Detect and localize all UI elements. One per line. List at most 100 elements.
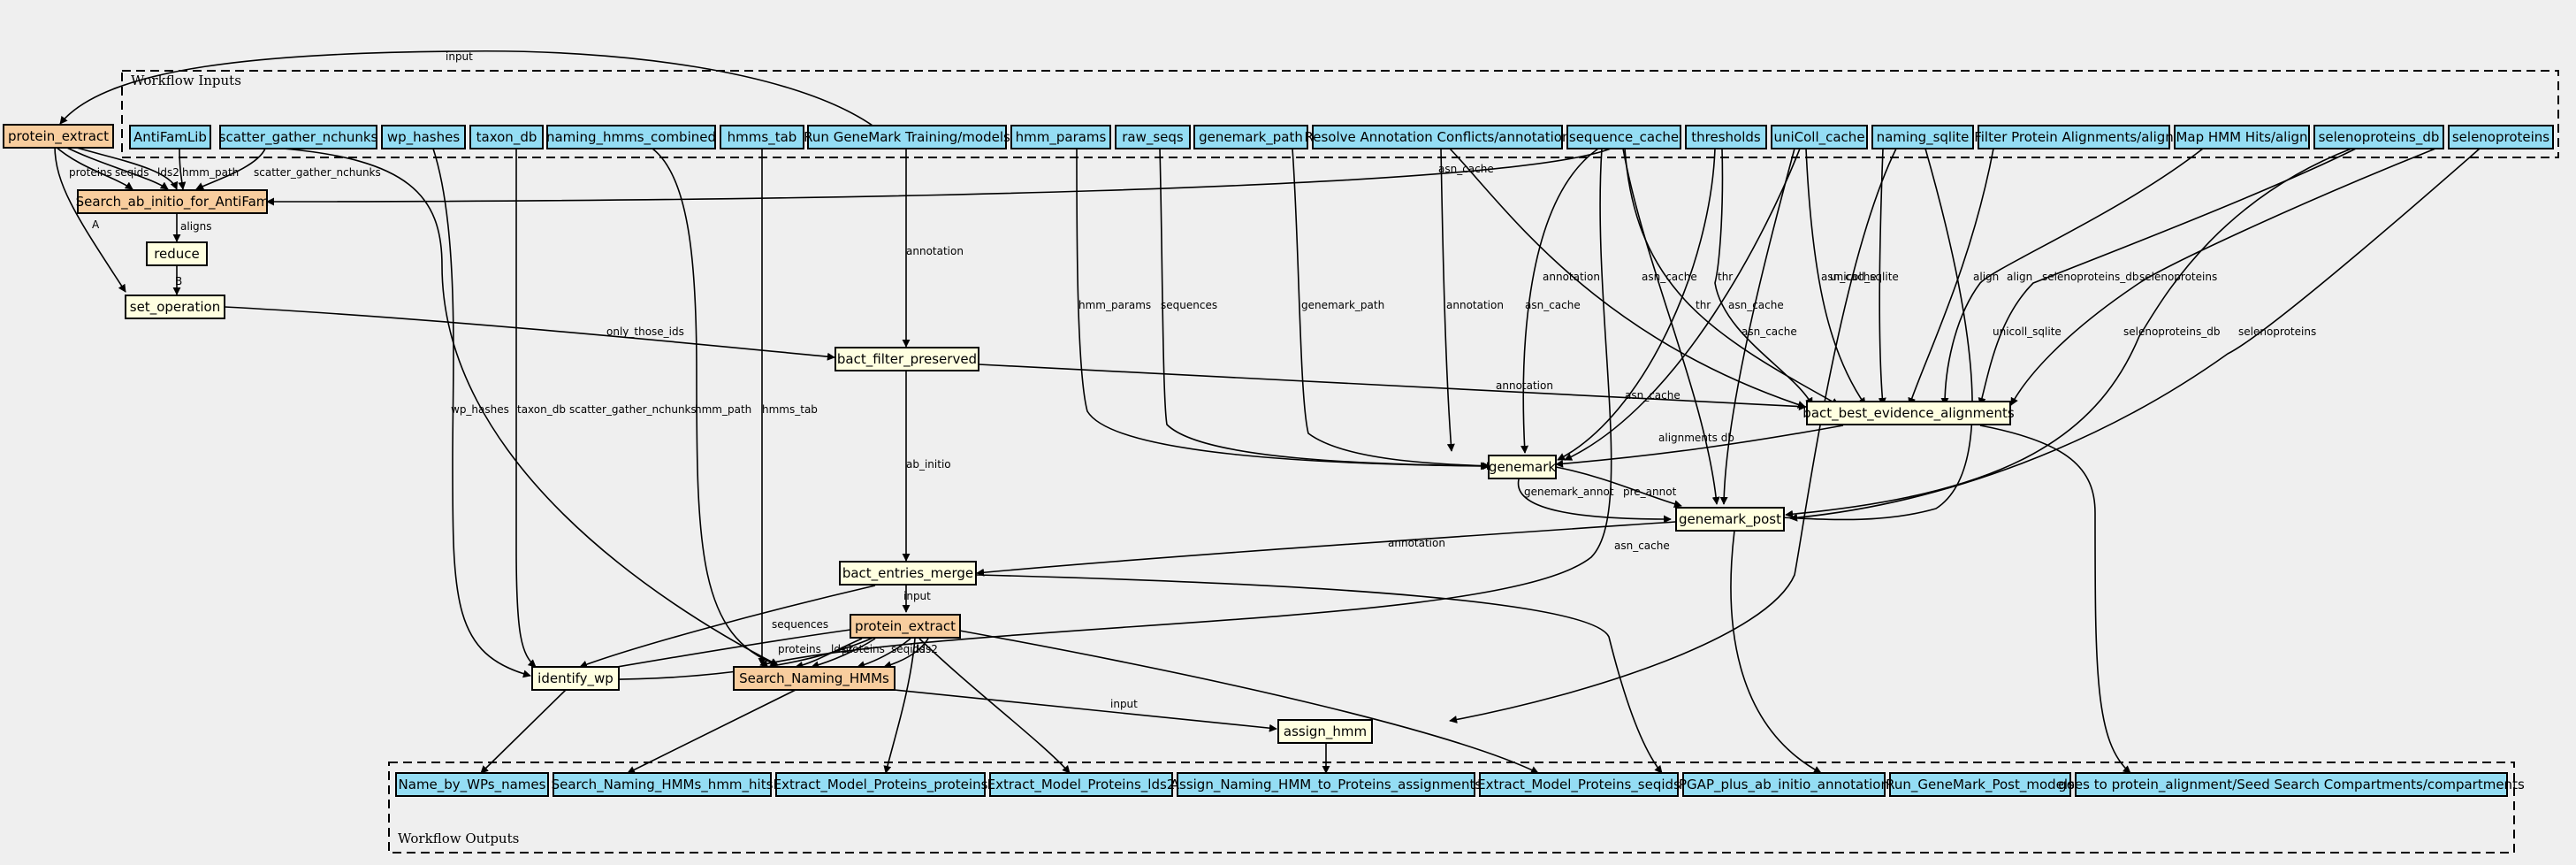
svg-text:seqids: seqids [891,643,925,655]
svg-text:asn_cache: asn_cache [1438,163,1494,175]
svg-text:hmm_path: hmm_path [695,403,751,416]
edge-out-name-by-wps [480,689,567,774]
edge-a: A [54,145,126,293]
thresholds-node[interactable]: thresholds [1685,125,1767,149]
selenoproteins-node[interactable]: selenoproteins [2448,125,2554,149]
unicoll-cache-node[interactable]: uniColl_cache [1771,125,1868,149]
edge-selenoproteins-db-best: selenoproteins_db [1978,148,2357,406]
svg-text:sequence_cache: sequence_cache [1569,129,1679,146]
svg-text:hmm_params: hmm_params [1078,299,1151,311]
edge-b: B [172,265,182,295]
naming-hmms-combined-node[interactable]: naming_hmms_combined [546,125,716,149]
svg-text:aligns: aligns [180,220,212,233]
svg-text:B: B [175,275,182,287]
svg-text:uniColl_cache: uniColl_cache [1773,129,1864,146]
edge-taxon-db: taxon_db [515,149,566,668]
output-goes-to-node[interactable]: goes to protein_alignment/Seed Search Co… [2058,772,2525,797]
svg-text:asn_cache: asn_cache [1525,299,1581,311]
genemark-node[interactable]: genemark [1488,455,1557,479]
output-run-genemark-post-node[interactable]: Run_GeneMark_Post_models [1886,772,2075,797]
edge-pre-annot: pre_annot [1555,466,1682,509]
svg-text:annotation: annotation [1388,537,1445,549]
scatter-gather-nchunks-node[interactable]: scatter_gather_nchunks [219,125,378,149]
hmms-tab-node[interactable]: hmms_tab [720,125,804,149]
run-genemark-training-node[interactable]: Run GeneMark Training/models [804,125,1010,149]
output-extract-proteins-node[interactable]: Extract_Model_Proteins_proteins [774,772,988,797]
svg-text:naming_hmms_combined: naming_hmms_combined [546,129,716,146]
edge-genemark-annot: genemark_annot [1517,478,1672,524]
edge-out-pgap [976,574,1663,774]
sequence-cache-node[interactable]: sequence_cache [1566,125,1681,149]
protein-extract-mid-node[interactable]: protein_extract [850,614,961,639]
hmm-params-node[interactable]: hmm_params [1010,125,1111,149]
svg-text:scatter_gather_nchunks: scatter_gather_nchunks [569,403,697,416]
output-extract-lds2-node[interactable]: Extract_Model_Proteins_lds2 [987,772,1176,797]
taxon-db-node[interactable]: taxon_db [469,125,544,149]
edge-hmm-path-naming: hmm_path [652,148,779,667]
svg-text:selenoproteins_db: selenoproteins_db [2123,325,2220,338]
edge-asn-cache-post: asn_cache [1622,148,1720,505]
search-ab-initio-node[interactable]: Search_ab_initio_for_AntiFam [76,189,270,214]
edge-asn-cache-genemark: asn_cache [1520,148,1599,454]
output-extract-seqids-node[interactable]: Extract_Model_Proteins_seqids [1477,772,1680,797]
map-hmm-hits-node[interactable]: Map HMM Hits/align [2174,125,2310,149]
edge-ab-initio: ab_initio [902,371,951,562]
edge-naming-sqlite-assign [1449,148,1897,723]
edge-scatter-top: scatter_gather_nchunks [195,148,381,190]
edge-lds2-mid-2: lds2 [883,638,938,669]
reduce-node[interactable]: reduce [146,241,208,266]
svg-text:selenoproteins_db: selenoproteins_db [2042,271,2138,283]
protein-extract-top-node[interactable]: protein_extract [3,124,114,149]
svg-text:Search_Naming_HMMs_hmm_hits: Search_Naming_HMMs_hmm_hits [552,777,774,793]
svg-text:asn_cache: asn_cache [1642,271,1697,283]
edge-align-filter: align [1908,148,1999,406]
selenoproteins-db-node[interactable]: selenoproteins_db [2313,125,2444,149]
output-pgap-plus-node[interactable]: PGAP_plus_ab_initio_annotation [1679,772,1889,797]
edge-scatter-naming: scatter_gather_nchunks [282,148,779,666]
svg-text:Assign_Naming_HMM_to_Proteins_: Assign_Naming_HMM_to_Proteins_assignment… [1170,777,1482,793]
svg-text:bact_filter_preserved: bact_filter_preserved [837,351,977,368]
svg-text:wp_hashes: wp_hashes [451,403,509,416]
svg-text:proteins: proteins [778,643,821,655]
wp-hashes-node[interactable]: wp_hashes [381,125,466,149]
edge-annotation-resolve-best: annotation [1449,148,1806,409]
svg-text:scatter_gather_nchunks: scatter_gather_nchunks [254,166,381,179]
filter-protein-alignments-node[interactable]: Filter Protein Alignments/align [1974,125,2174,149]
assign-hmm-node[interactable]: assign_hmm [1277,719,1373,744]
svg-text:protein_extract: protein_extract [8,128,109,145]
svg-text:proteins: proteins [69,166,112,179]
output-search-naming-hits-node[interactable]: Search_Naming_HMMs_hmm_hits [552,772,774,797]
genemark-post-node[interactable]: genemark_post [1675,507,1785,532]
bact-filter-preserved-node[interactable]: bact_filter_preserved [835,347,979,371]
bact-best-evidence-node[interactable]: bact_best_evidence_alignments [1802,401,2015,425]
svg-text:genemark_path: genemark_path [1199,129,1303,146]
edge-only-those-ids: only_those_ids [224,306,835,361]
svg-text:annotation: annotation [1496,379,1553,392]
edge-align-map: align [1940,148,2204,406]
output-name-by-wps-node[interactable]: Name_by_WPs_names [395,772,549,797]
edge-out-extract-proteins [883,638,916,774]
raw-seqs-node[interactable]: raw_seqs [1115,125,1191,149]
edge-input-assign: input [894,689,1277,732]
edge-asn-cache-naming: asn_cache [759,148,1670,668]
antifamlib-node[interactable]: AntiFamLib [129,125,211,149]
resolve-annotation-node[interactable]: Resolve Annotation Conflicts/annotation [1305,125,1571,149]
naming-sqlite-node[interactable]: naming_sqlite [1871,125,1974,149]
search-naming-hmms-node[interactable]: Search_Naming_HMMs [733,666,896,691]
svg-text:genemark_path: genemark_path [1301,299,1384,311]
svg-text:selenoproteins: selenoproteins [2452,129,2549,145]
svg-text:selenoproteins_db: selenoproteins_db [2319,129,2440,146]
svg-text:align: align [2007,271,2032,283]
svg-text:taxon_db: taxon_db [517,403,566,416]
svg-text:genemark: genemark [1489,459,1556,475]
svg-text:asn_cache: asn_cache [1625,389,1680,402]
bact-entries-merge-node[interactable]: bact_entries_merge [839,561,977,586]
edge-seqids-mid-2: seqids [857,638,925,669]
svg-text:AntiFamLib: AntiFamLib [133,129,207,145]
genemark-path-node[interactable]: genemark_path [1193,125,1308,149]
identify-wp-node[interactable]: identify_wp [531,666,620,691]
output-assign-naming-node[interactable]: Assign_Naming_HMM_to_Proteins_assignment… [1170,772,1482,797]
set-operation-node[interactable]: set_operation [125,295,225,319]
edge-input-top: input [59,50,876,128]
svg-text:sequences: sequences [1161,299,1217,311]
